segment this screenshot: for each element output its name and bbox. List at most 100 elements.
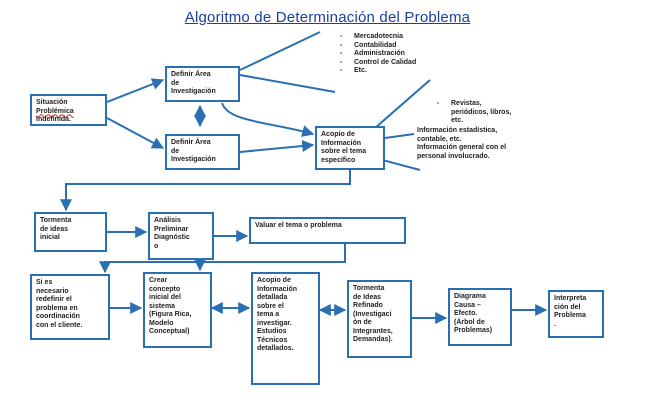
node-redefinir-line: coordinación [36,313,80,320]
note-fuentes-bullet-line: periódicos, libros, [451,108,512,116]
node-diagrama-causa-efecto: Diagrama Causa – Efecto. (Árbol de Probl… [448,288,512,346]
node-diagrama-line: Efecto. [454,310,478,317]
node-interpretacion-line: Interpreta [554,295,587,302]
node-tormenta-line: Tormenta [40,217,72,224]
line-definir1-areas-mid [239,74,336,93]
node-definir1-line: de [171,79,180,87]
note-fuentes-line: contable, etc. [417,135,462,143]
node-crear-line: inicial del [149,294,181,301]
node-diagrama-line: Problemas) [454,327,493,334]
arrow-definir2-acopio1 [239,140,315,153]
node-situacion-line: Situación [36,99,68,106]
node-acopio2-line: sobre el [257,302,284,310]
node-crear-line: (Figura Rica, [149,311,192,318]
note-fuentes-bullet-line: etc. [451,117,464,124]
node-refinado-line: ón de [353,319,372,326]
node-valuar-line: Valuar el tema o problema [255,222,342,229]
node-definir1-line: Definir Área [171,71,211,78]
node-acopio1-line: Información [321,139,362,147]
node-analisis-line: Análisis [154,217,181,224]
node-interpretacion-line: . [554,320,556,328]
node-diagrama-line: Diagrama [454,293,486,300]
arrow-situacion-definir1 [106,78,165,103]
node-analisis-line: Diagnóstic [154,234,190,241]
node-redefinir-line: problema en [36,304,78,312]
node-acopio1-line: Acopio de [321,131,355,138]
node-redefinir-line: con el cliente. [36,321,83,329]
diagram-title: Algoritmo de Determinación del Problema [184,9,471,26]
note-area-item: Administración [340,50,416,59]
node-definir1-line: Investigación [171,88,216,95]
arrow-definir1-acopio1 [221,102,315,137]
note-fuentes-line: personal involucrado. [417,152,490,160]
node-interpretacion-line: Problema [554,312,586,319]
node-diagrama-line: Causa – [454,301,481,309]
note-fuentes-line: Información estadística, [417,127,498,134]
note-area-item: Mercadotecnia [340,33,416,42]
note-area-item: Etc. [340,67,416,76]
node-analisis-preliminar: Análisis Preliminar Diagnóstic o [148,212,214,260]
node-acopio2-line: tema a [257,311,280,318]
node-acopio1-line: sobre el tema [321,148,367,155]
node-diagrama-line: (Árbol de [454,318,485,326]
node-definir2-line: de [171,147,180,155]
note-fuentes-line: Información general con el [417,144,507,151]
node-acopio2-line: investigar. [257,319,292,327]
node-tormenta-refinado: Tormenta de Ideas Refinado (Investigaci … [347,280,412,358]
node-redefinir-line: necesario [36,287,69,295]
node-valuar-tema: Valuar el tema o problema [249,217,406,244]
node-analisis-line: o [154,242,159,250]
node-analisis-line: Preliminar [154,225,189,233]
node-refinado-line: Tormenta [353,285,385,292]
note-area-item: Control de Calidad [340,59,416,68]
node-situacion: Situación Problémica Indefinida. [30,94,107,126]
line-acopio1-fuentes-mid [384,133,415,139]
node-acopio2-line: Técnicos [257,336,288,344]
node-refinado-line: (Investigaci [353,310,392,318]
node-acopio-detallada: Acopio de Información detallada sobre el… [251,272,320,385]
node-crear-line: concepto [149,285,181,293]
arrow-situacion-definir2 [106,117,165,149]
node-redefinir-problema: Si es necesario redefinir el problema en… [30,274,110,340]
node-refinado-line: de Ideas [353,293,382,301]
node-tormenta-line: de ideas [40,225,69,233]
node-refinado-line: Refinado [353,302,383,309]
arrow-acopio1-tormenta [60,170,351,212]
node-situacion-line: Indefinida. [36,116,71,123]
node-tormenta-ideas: Tormenta de ideas inicial [34,212,107,252]
note-areas-list: Mercadotecnia Contabilidad Administració… [340,33,416,76]
node-redefinir-line: Si es [36,279,53,286]
node-interpretacion-line: ción del [554,303,581,311]
node-definir2-line: Investigación [171,156,216,163]
note-fuentes-bullet: Revistas, periódicos, libros, etc. [437,100,511,126]
node-definir-area-2: Definir Área de Investigación [165,134,240,170]
node-acopio2-line: detallados. [257,345,294,352]
node-definir2-line: Definir Área [171,139,211,146]
node-crear-line: Conceptual) [149,328,190,335]
node-acopio1-line: específico [321,156,356,164]
node-crear-line: Crear [149,277,168,284]
node-definir-area-1: Definir Área de Investigación [165,66,240,102]
line-acopio1-fuentes-top [374,79,431,129]
arrow-valuar-redefinir [99,244,346,274]
note-fuentes-bullet-line: Revistas, [437,100,511,109]
node-interpretacion-problema: Interpreta ción del Problema . [548,290,604,338]
node-acopio2-line: detallada [257,294,288,301]
node-crear-line: Modelo [149,319,174,327]
note-fuentes: Información estadística, contable, etc. … [417,127,506,161]
node-situacion-line: Problémica [36,107,74,115]
node-refinado-line: Demandas). [353,336,393,343]
node-crear-line: sistema [149,302,176,310]
node-acopio2-line: Estudios [257,328,287,335]
line-definir1-areas-top [239,31,321,71]
node-redefinir-line: redefinir el [36,296,72,303]
node-acopio-informacion: Acopio de Información sobre el tema espe… [315,126,385,170]
node-refinado-line: Integrantes, [353,327,393,335]
node-tormenta-line: inicial [40,234,60,241]
node-acopio2-line: Información [257,285,298,293]
node-crear-concepto: Crear concepto inicial del sistema (Figu… [143,272,212,348]
note-area-item: Contabilidad [340,42,416,51]
node-acopio2-line: Acopio de [257,277,291,284]
